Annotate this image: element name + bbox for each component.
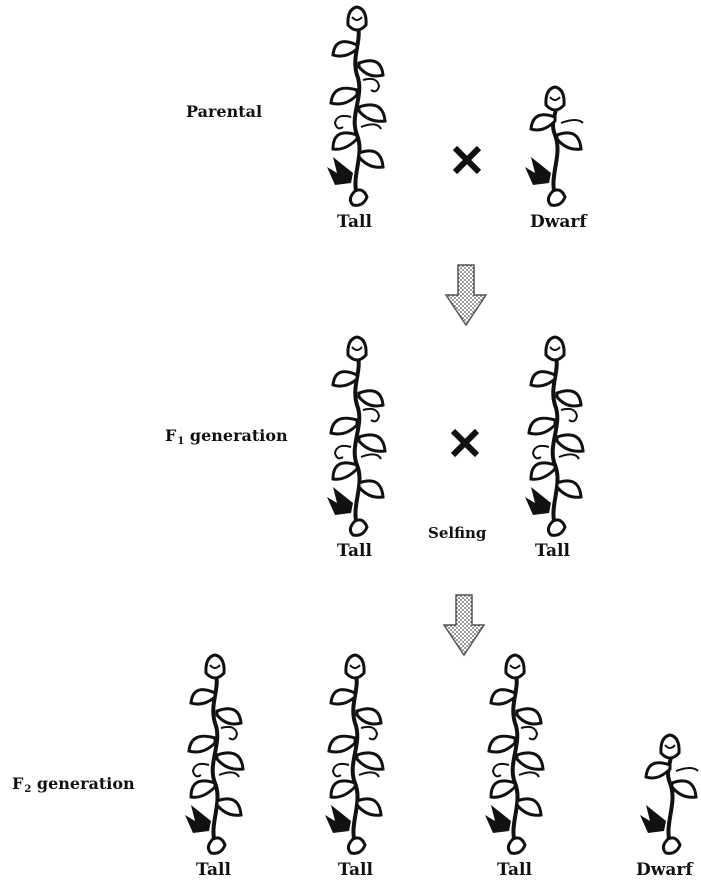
f1-tall-plant-left-icon <box>325 335 387 538</box>
f2-dwarf-label: Dwarf <box>636 860 693 880</box>
parental-tall-label: Tall <box>337 212 372 232</box>
down-arrow-icon <box>445 264 487 326</box>
f2-tall-plant-1-icon <box>183 653 245 856</box>
f2-dwarf-plant-icon <box>638 733 700 856</box>
f1-prefix: F <box>165 426 177 445</box>
parental-dwarf-plant-icon <box>523 85 585 208</box>
f1-tall-left-label: Tall <box>337 541 372 561</box>
f1-subscript: 1 <box>177 436 185 447</box>
f1-generation-label: F1 generation <box>165 426 288 447</box>
selfing-cross-icon <box>453 431 477 455</box>
parental-label: Parental <box>186 102 263 121</box>
f2-generation-label: F2 generation <box>12 774 135 795</box>
selfing-label: Selfing <box>428 524 487 542</box>
f1-tall-plant-right-icon <box>523 335 585 538</box>
parental-tall-plant-icon <box>325 5 387 208</box>
f2-tall-label-3: Tall <box>497 860 532 880</box>
f2-prefix: F <box>12 774 24 793</box>
f2-tall-label-1: Tall <box>196 860 231 880</box>
f2-tall-plant-2-icon <box>323 653 385 856</box>
f2-suffix: generation <box>31 774 135 793</box>
f2-tall-label-2: Tall <box>338 860 373 880</box>
down-arrow-icon <box>443 594 485 656</box>
f2-subscript: 2 <box>24 784 32 795</box>
f1-tall-right-label: Tall <box>535 541 570 561</box>
cross-icon <box>455 148 479 172</box>
f2-tall-plant-3-icon <box>483 653 545 856</box>
f1-suffix: generation <box>184 426 288 445</box>
parental-dwarf-label: Dwarf <box>530 212 587 232</box>
